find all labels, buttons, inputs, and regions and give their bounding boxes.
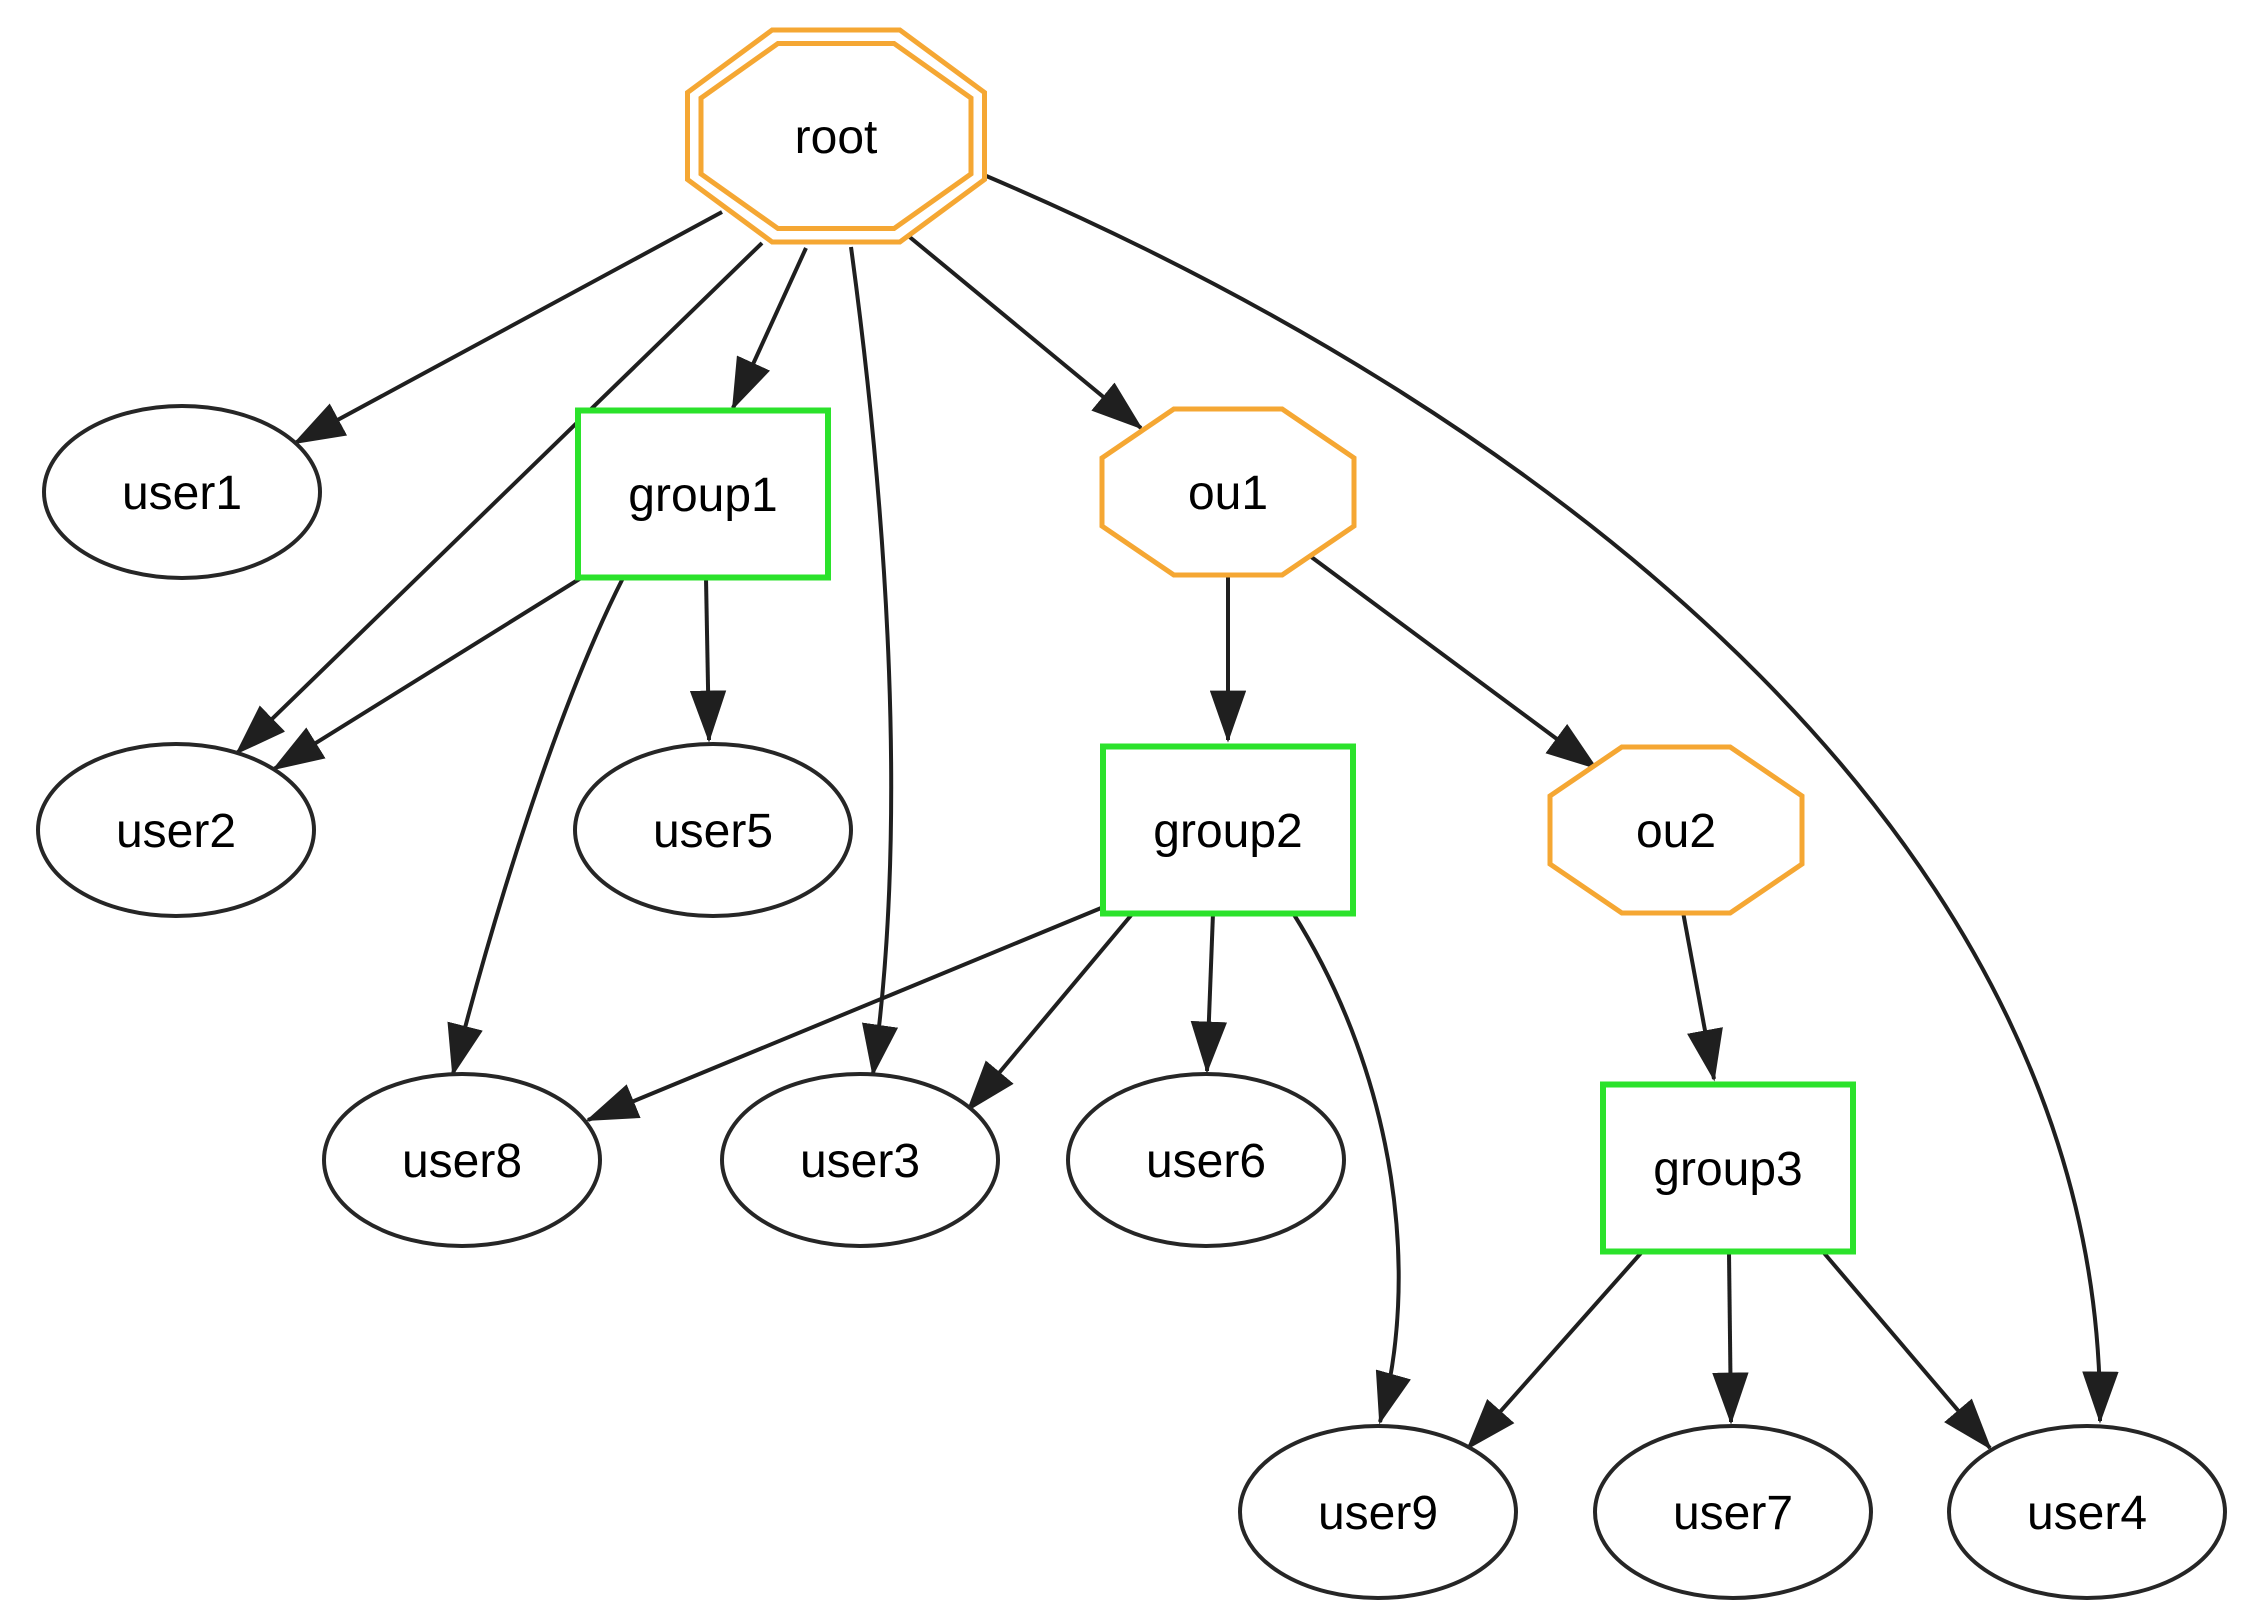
node-user5: user5 bbox=[573, 742, 853, 918]
edge-group2-user9 bbox=[1291, 911, 1411, 1425]
ou-octagon-shape bbox=[1099, 406, 1357, 578]
node-label-user6: user6 bbox=[1146, 1135, 1266, 1188]
user-ellipse-shape bbox=[42, 404, 322, 580]
root-octagon-inner-shape bbox=[698, 41, 974, 231]
user-ellipse-shape bbox=[1066, 1072, 1346, 1248]
user-ellipse-shape bbox=[322, 1072, 602, 1248]
group-box-shape bbox=[1100, 743, 1356, 917]
nodes-layer: root user1 group1 ou1 user2 user5 group2 ou2 use… bbox=[36, 27, 2227, 1600]
node-label-user7: user7 bbox=[1673, 1487, 1793, 1540]
node-user6: user6 bbox=[1066, 1072, 1346, 1248]
node-label-group2: group2 bbox=[1153, 805, 1302, 858]
edge-group2-user3 bbox=[966, 911, 1135, 1112]
node-group3: group3 bbox=[1600, 1081, 1856, 1255]
edge-group1-user2 bbox=[271, 576, 583, 771]
node-group1: group1 bbox=[575, 407, 831, 581]
node-label-group1: group1 bbox=[628, 469, 777, 522]
edge-root-user2 bbox=[235, 241, 764, 755]
edge-root-group1 bbox=[731, 247, 808, 411]
user-ellipse-shape bbox=[1947, 1424, 2227, 1600]
edge-group3-user9 bbox=[1466, 1251, 1643, 1450]
user-ellipse-shape bbox=[1238, 1424, 1518, 1600]
group-box-shape bbox=[1600, 1081, 1856, 1255]
node-user9: user9 bbox=[1238, 1424, 1518, 1600]
user-ellipse-shape bbox=[36, 742, 316, 918]
node-root: root bbox=[685, 27, 987, 245]
node-user2: user2 bbox=[36, 742, 316, 918]
node-label-group3: group3 bbox=[1653, 1143, 1802, 1196]
edge-root-ou1 bbox=[904, 232, 1144, 430]
node-label-user5: user5 bbox=[653, 805, 773, 858]
node-label-user1: user1 bbox=[122, 467, 242, 520]
node-user1: user1 bbox=[42, 404, 322, 580]
node-group2: group2 bbox=[1100, 743, 1356, 917]
node-label-user9: user9 bbox=[1318, 1487, 1438, 1540]
node-label-ou1: ou1 bbox=[1188, 467, 1268, 520]
node-ou2: ou2 bbox=[1547, 744, 1805, 916]
user-ellipse-shape bbox=[573, 742, 853, 918]
node-label-user3: user3 bbox=[800, 1135, 920, 1188]
edge-group1-user5 bbox=[689, 577, 727, 743]
edge-ou1-ou2 bbox=[1308, 554, 1599, 770]
node-label-user8: user8 bbox=[402, 1135, 522, 1188]
edge-group3-user7 bbox=[1712, 1252, 1749, 1425]
edge-root-user1 bbox=[292, 210, 723, 445]
edges-layer bbox=[235, 173, 2119, 1450]
node-user4: user4 bbox=[1947, 1424, 2227, 1600]
user-ellipse-shape bbox=[720, 1072, 1000, 1248]
edge-root-user3 bbox=[849, 246, 899, 1077]
node-user8: user8 bbox=[322, 1072, 602, 1248]
edge-ou2-group3 bbox=[1681, 911, 1723, 1082]
node-user3: user3 bbox=[720, 1072, 1000, 1248]
group-box-shape bbox=[575, 407, 831, 581]
node-label-ou2: ou2 bbox=[1636, 805, 1716, 858]
edge-group2-user8 bbox=[585, 904, 1107, 1122]
ou-octagon-shape bbox=[1547, 744, 1805, 916]
root-octagon-outer-shape bbox=[685, 27, 987, 245]
node-label-user2: user2 bbox=[116, 805, 236, 858]
node-ou1: ou1 bbox=[1099, 406, 1357, 578]
edge-root-user4 bbox=[983, 173, 2119, 1424]
edge-group1-user8 bbox=[447, 577, 625, 1077]
node-label-user4: user4 bbox=[2027, 1487, 2147, 1540]
edge-group3-user4 bbox=[1822, 1251, 1992, 1450]
node-label-root: root bbox=[795, 111, 878, 164]
edge-group2-user6 bbox=[1190, 912, 1228, 1074]
node-user7: user7 bbox=[1593, 1424, 1873, 1600]
user-ellipse-shape bbox=[1593, 1424, 1873, 1600]
